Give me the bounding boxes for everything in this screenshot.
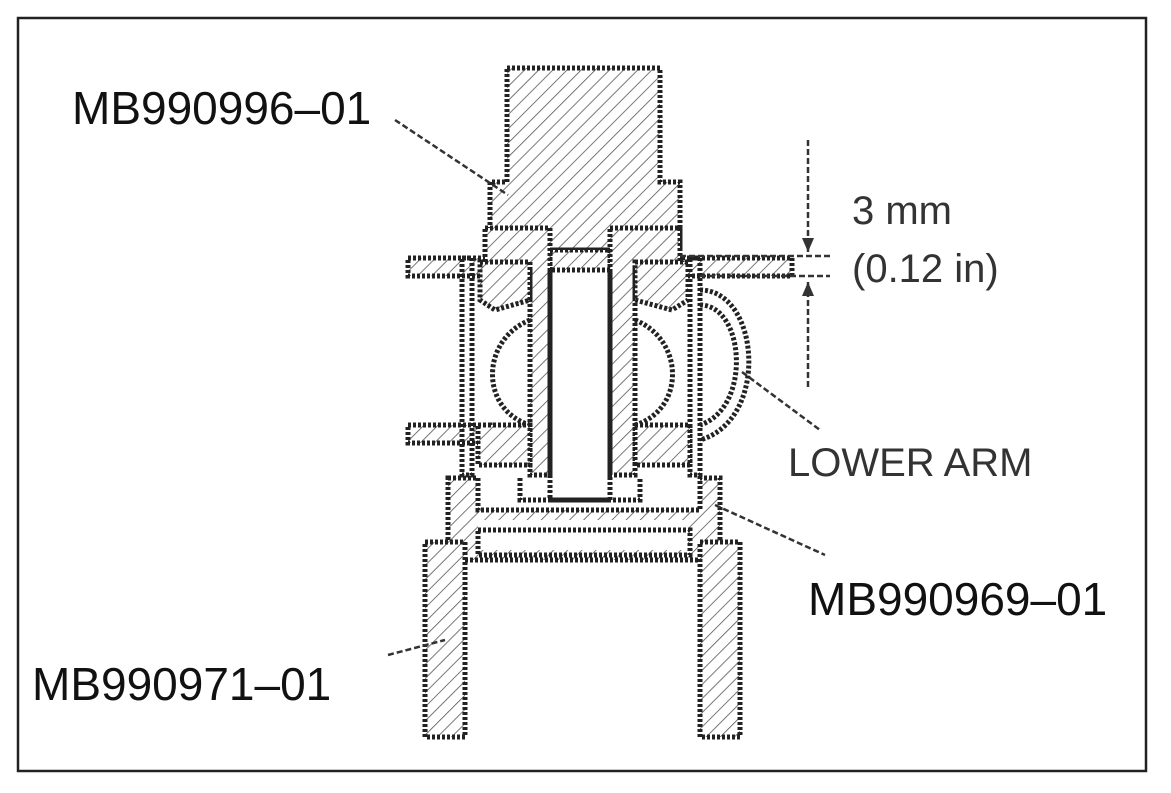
bushing-housing-right xyxy=(687,255,703,478)
label-tool-bottom: MB990971–01 xyxy=(32,658,331,710)
label-tool-top: MB990996–01 xyxy=(72,82,371,134)
dimension-arrowhead-down xyxy=(802,282,814,296)
leader-lower-arm xyxy=(741,370,821,432)
bushing-rubber-bottom-right xyxy=(632,422,693,468)
label-dimension-in: (0.12 in) xyxy=(852,247,999,291)
upper-tool-shaft xyxy=(487,65,683,253)
inner-sleeve xyxy=(547,270,613,503)
bushing-rubber-top-right xyxy=(632,259,691,313)
upper-tool-pilot xyxy=(547,247,613,273)
middle-tool-cup-floor xyxy=(475,527,693,558)
label-dimension-mm: 3 mm xyxy=(852,189,952,233)
bottom-tool-right-leg xyxy=(697,539,743,740)
middle-tool-step xyxy=(517,478,643,503)
bushing-rubber-top-left xyxy=(477,259,533,313)
bushing-rubber-bottom-left xyxy=(475,422,533,468)
bottom-tool-left-leg xyxy=(422,539,468,740)
bushing-rubber-curve-right xyxy=(634,317,675,428)
leader-tool-bottom xyxy=(387,638,446,657)
leader-tool-top xyxy=(394,118,509,197)
label-lower-arm: LOWER ARM xyxy=(788,441,1032,485)
dimension-arrowhead-up xyxy=(802,238,814,252)
diagram-frame xyxy=(16,16,1148,773)
bushing-housing xyxy=(459,255,475,478)
lower-arm-eye xyxy=(699,287,752,443)
label-tool-mid: MB990969–01 xyxy=(808,573,1107,625)
lower-arm-eye-inner xyxy=(699,302,739,428)
middle-tool-cup-inner xyxy=(478,520,688,550)
leader-tool-mid xyxy=(714,503,826,557)
bushing-rubber-curve-left xyxy=(490,317,531,428)
